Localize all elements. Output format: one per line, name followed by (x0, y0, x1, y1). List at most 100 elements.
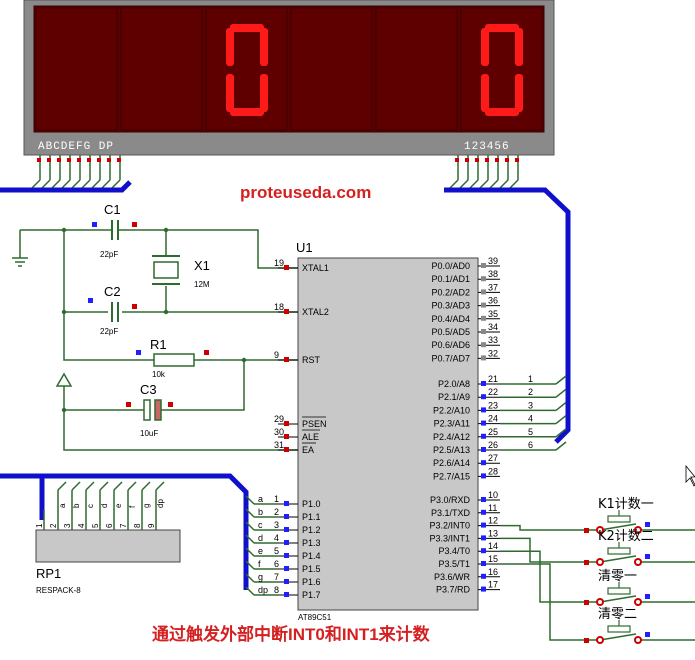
switch-3[interactable]: 清零一 (500, 550, 695, 606)
switch-4[interactable]: 清零二 (500, 563, 695, 644)
svg-text:34: 34 (488, 322, 498, 332)
c3-ref: C3 (140, 382, 157, 397)
svg-text:e: e (258, 546, 263, 556)
svg-text:P3.0/RXD: P3.0/RXD (430, 495, 471, 505)
switch-2[interactable]: K2计数二 (500, 529, 695, 566)
svg-text:31: 31 (274, 440, 284, 450)
svg-text:b: b (72, 503, 81, 508)
watermark: proteuseda.com (240, 183, 371, 202)
p1-bus (0, 473, 249, 590)
crystal-x1[interactable]: X1 12M (152, 255, 210, 289)
digit-pin-label: 123456 (464, 141, 510, 153)
c3-value: 10uF (140, 429, 158, 438)
svg-text:2: 2 (528, 387, 533, 397)
svg-text:d: d (258, 533, 263, 543)
svg-text:P3.6/WR: P3.6/WR (434, 572, 471, 582)
resistor-r1[interactable]: R1 10k (136, 337, 209, 379)
svg-text:8: 8 (133, 523, 142, 528)
svg-text:27: 27 (488, 453, 498, 463)
svg-text:25: 25 (488, 427, 498, 437)
svg-text:39: 39 (488, 256, 498, 266)
r1-value: 10k (152, 370, 166, 379)
svg-text:P1.2: P1.2 (302, 525, 321, 535)
svg-text:P2.7/A15: P2.7/A15 (433, 471, 470, 481)
capacitor-c2[interactable]: C2 22pF (88, 284, 137, 336)
svg-text:P0.4/AD4: P0.4/AD4 (431, 314, 470, 324)
rp1-part: RESPACK-8 (36, 586, 81, 595)
svg-text:12: 12 (488, 516, 498, 526)
svg-text:5: 5 (274, 546, 279, 556)
svg-text:XTAL2: XTAL2 (302, 307, 329, 317)
svg-text:2: 2 (274, 507, 279, 517)
svg-text:6: 6 (105, 523, 114, 528)
svg-text:P2.4/A12: P2.4/A12 (433, 432, 470, 442)
svg-text:f: f (258, 559, 261, 569)
svg-text:P3.7/RD: P3.7/RD (436, 585, 471, 595)
svg-text:P3.3/INT1: P3.3/INT1 (429, 533, 470, 543)
svg-text:3: 3 (274, 520, 279, 530)
c1-value: 22pF (100, 250, 118, 259)
x1-value: 12M (194, 280, 210, 289)
capacitor-c3[interactable]: C3 10uF (126, 382, 173, 438)
svg-text:PSEN: PSEN (302, 419, 327, 429)
svg-text:17: 17 (488, 580, 498, 590)
svg-text:15: 15 (488, 554, 498, 564)
svg-text:18: 18 (274, 302, 284, 312)
svg-text:P1.7: P1.7 (302, 590, 321, 600)
switch-1[interactable]: K1计数一 (500, 497, 695, 534)
svg-text:b: b (258, 507, 263, 517)
svg-text:35: 35 (488, 309, 498, 319)
svg-text:P0.1/AD1: P0.1/AD1 (431, 274, 470, 284)
svg-text:a: a (258, 494, 263, 504)
svg-text:3: 3 (528, 400, 533, 410)
svg-text:22: 22 (488, 387, 498, 397)
svg-text:37: 37 (488, 282, 498, 292)
capacitor-c1[interactable]: C1 22pF (92, 202, 137, 259)
svg-text:1: 1 (35, 523, 44, 528)
svg-text:P1.3: P1.3 (302, 538, 321, 548)
seven-segment-display[interactable]: 00 ABCDEFG DP 123456 (23, 0, 555, 156)
